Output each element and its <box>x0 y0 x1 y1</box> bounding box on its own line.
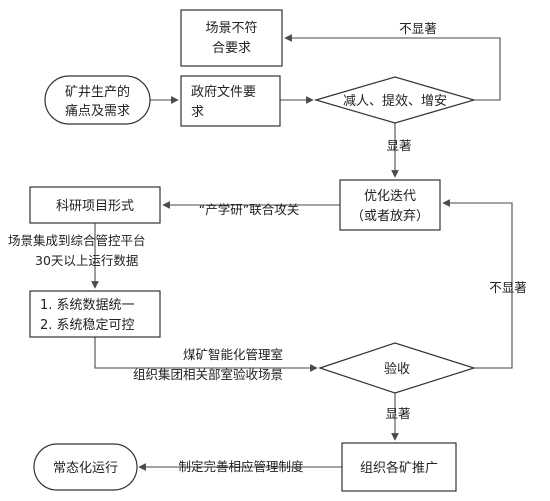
node-optimize-line1: 优化迭代 <box>364 189 416 204</box>
label-mgmt-system: 制定完善相应管理制度 <box>178 459 304 474</box>
label-not-significant-top: 不显著 <box>399 21 437 36</box>
node-gov-docs-line2: 求 <box>191 105 204 120</box>
node-group-promote <box>341 442 457 492</box>
node-optimize-line2: （或者放弃） <box>351 209 429 224</box>
label-acceptance-org-line1: 煤矿智能化管理室 <box>183 347 283 362</box>
node-gov-docs <box>180 75 281 127</box>
node-mining-needs-line2: 痛点及需求 <box>65 103 130 119</box>
node-normal-operation <box>33 443 138 491</box>
node-decision-accept <box>318 342 476 394</box>
node-gov-docs-line1: 政府文件要 <box>191 85 256 100</box>
label-industry-research: “产学研”联合攻关 <box>199 202 299 217</box>
node-system-list-line1: 1. 系统数据统一 <box>40 298 135 313</box>
label-acceptance-org-line2: 组织集团相关部室验收场景 <box>133 367 283 382</box>
label-significant-2: 显著 <box>385 406 410 421</box>
label-integration-line1: 场景集成到综合管控平台 <box>8 233 146 248</box>
node-scene-unfit-line1: 场景不符 <box>205 20 257 36</box>
node-research-project <box>29 186 161 224</box>
node-system-list <box>29 290 161 338</box>
edge-accept-not-significant <box>442 199 513 369</box>
edge-decision-not-significant <box>284 34 501 101</box>
node-group-promote-label: 组织各矿推广 <box>360 460 438 476</box>
node-system-list-line2: 2. 系统稳定可控 <box>40 317 135 333</box>
label-significant-1: 显著 <box>386 138 411 153</box>
node-normal-operation-label: 常态化运行 <box>53 461 118 476</box>
node-mining-needs-line1: 矿井生产的 <box>65 84 130 100</box>
label-integration-line2: 30天以上运行数据 <box>35 253 138 268</box>
node-research-project-label: 科研项目形式 <box>56 199 134 214</box>
node-decision-effect <box>313 76 477 124</box>
node-scene-unfit-line2: 合要求 <box>212 41 251 56</box>
node-mining-needs <box>44 75 151 125</box>
node-decision-effect-label: 减人、提效、增安 <box>343 93 447 109</box>
node-decision-accept-label: 验收 <box>384 361 410 377</box>
edge-system-to-accept <box>94 337 318 372</box>
node-scene-unfit <box>180 9 283 67</box>
node-optimize <box>339 179 441 231</box>
label-not-significant-right: 不显著 <box>489 280 527 295</box>
